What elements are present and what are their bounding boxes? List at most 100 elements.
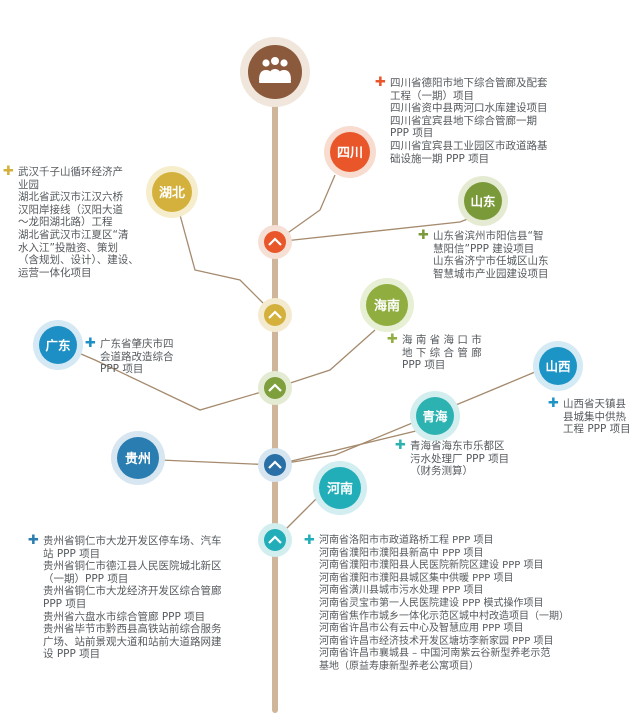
projects-shanxi: ✚ 山西省天镇县 县城集中供热 工程 PPP 项目 [548,397,631,436]
spine-marker-5 [258,523,292,557]
plus-icon: ✚ [375,75,386,90]
node-label-shandong: 山东 [470,194,496,209]
leader-sichuan [274,174,336,243]
project-line: PPP 项目 [390,127,434,140]
plus-icon: ✚ [387,332,398,347]
project-line: 会道路改造综合 [100,350,174,363]
project-line: 站 PPP 项目 [43,547,101,560]
project-line: 汉阳岸接线（汉阳大道 [18,203,123,216]
project-line: 四川省资中县两河口水库建设项目 [390,102,548,115]
project-line: PPP 项目 [402,359,446,372]
projects-henan: ✚ 河南省洛阳市市政道路桥工程 PPP 项目 河南省濮阳市濮阳县新高中 PPP … [304,534,569,674]
project-line: 河南省焦作市城乡一体化示范区城中村改造项目（一期） [319,610,569,622]
plus-icon: ✚ [304,533,315,548]
node-label-hainan: 海南 [374,298,400,314]
project-line: 河南省濮阳市濮阳县新高中 PPP 项目 [319,547,484,559]
chevron-up-icon [268,460,282,469]
project-line: 设 PPP 项目 [43,648,101,661]
projects-qinghai: ✚ 青海省海东市乐都区 污水处理厂 PPP 项目 （财务测算） [395,439,510,478]
chevron-up-icon [268,535,282,544]
project-line: 业园 [18,178,39,191]
leader-shanxi [274,371,536,466]
node-guizhou: 贵州 [111,431,165,485]
node-shanxi: 山西 [533,341,583,391]
node-guangdong: 广东 [33,320,83,370]
project-line: 河南省濮阳市濮阳县城区集中供暖 PPP 项目 [319,572,514,584]
node-label-shanxi: 山西 [545,359,570,374]
project-line: 四川省宜宾县工业园区市政道路基 [390,139,548,152]
plus-icon: ✚ [3,164,14,179]
projects-guangdong: ✚ 广东省肇庆市四 会道路改造综合 PPP 项目 [85,337,174,376]
project-line: 贵州省六盘水市综合管廊 PPP 项目 [43,610,206,623]
node-shandong: 山东 [458,176,508,226]
project-line: 污水处理厂 PPP 项目 [410,452,510,465]
leader-lines [59,174,536,541]
project-line: 工程（一期）项目 [390,89,474,102]
people-group-icon [259,57,291,83]
node-hainan: 海南 [360,278,414,332]
project-line: 河南省许昌市公有云中心及智慧应用 PPP 项目 [319,623,524,635]
spine-marker-3 [258,371,292,405]
project-line: 武汉千子山循环经济产 [18,166,123,178]
project-line: 河南省洛阳市市政道路桥工程 PPP 项目 [319,535,494,546]
spine-marker-4 [258,448,292,482]
plus-icon: ✚ [548,396,559,411]
project-line: 山东省滨州市阳信县“智 [433,230,544,242]
leader-guizhou [159,459,276,466]
project-line: 河南省濮阳市濮阳县人民医院新院区建设 PPP 项目 [319,560,544,572]
chevron-up-icon [268,383,282,392]
node-qinghai: 青海 [410,391,460,441]
project-line: 青海省海东市乐都区 [410,440,505,452]
project-line: （财务测算） [410,465,473,478]
project-line: 四川省德阳市地下综合管廊及配套 [390,77,548,89]
chevron-up-icon [268,310,282,319]
projects-shandong: ✚ 山东省滨州市阳信县“智 慧阳信”PPP 建设项目 山东省济宁市任城区山东 智… [418,229,549,280]
projects-guizhou: ✚ 贵州省铜仁市大龙开发区停车场、汽车 站 PPP 项目 贵州省铜仁市德江县人民… [28,534,222,661]
project-line: 河南省潢川县城市污水处理 PPP 项目 [319,585,484,597]
projects-hainan: ✚ 海 南 省 海 口 市 地 下 综 合 管 廊 PPP 项目 [387,333,482,372]
project-line: 湖北省武汉市江汉六桥 [18,191,123,204]
project-line: ～龙阳湖北路）工程 [18,216,113,229]
node-label-hubei: 湖北 [159,186,185,201]
project-line: 山东省济宁市任城区山东 [433,255,549,268]
spine-marker-2 [258,298,292,332]
node-label-henan: 河南 [327,481,353,497]
project-line: 基地（原益寿康新型养老公寓项目） [319,660,479,672]
plus-icon: ✚ [28,533,39,548]
project-line: 河南省许昌市经济技术开发区塘坊李新家园 PPP 项目 [319,635,554,647]
project-line: 河南省灵宝市第一人民医院建设 PPP 模式操作项目 [319,597,544,609]
spine-marker-1 [258,225,292,259]
project-line: 贵州省铜仁市大龙经济开发区综合管廊 [43,585,222,598]
project-line: 工程 PPP 项目 [563,423,631,436]
node-hubei: 湖北 [146,166,198,218]
project-line: 础设施一期 PPP 项目 [390,152,490,165]
chevron-up-icon [268,237,282,246]
project-line: 运营一体化项目 [18,266,92,279]
leader-hainan [274,329,376,389]
project-line: 贵州省铜仁市德江县人民医院城北新区 [43,560,222,573]
project-line: 广东省肇庆市四 [100,338,174,350]
project-line: 四川省宜宾县地下综合管廊一期 [390,114,537,127]
project-line: 湖北省武汉市江夏区“清 [18,228,129,241]
project-line: 山西省天镇县 [563,398,626,410]
project-line: 水入江”投融资、策划 [18,241,118,254]
node-label-guangdong: 广东 [45,338,71,353]
project-line: 智慧城市产业园建设项目 [433,267,549,280]
project-line: （一期）PPP 项目 [43,572,129,585]
projects-sichuan: ✚ 四川省德阳市地下综合管廊及配套 工程（一期）项目 四川省资中县两河口水库建设… [375,76,548,165]
node-label-qinghai: 青海 [422,409,448,424]
plus-icon: ✚ [85,336,96,351]
project-line: 海 南 省 海 口 市 [402,334,482,346]
node-label-guizhou: 贵州 [125,451,151,467]
project-line: 广场、站前景观大道和站前大道路网建 [43,635,222,648]
node-henan: 河南 [313,461,367,515]
plus-icon: ✚ [395,438,406,453]
project-line: 贵州省铜仁市大龙开发区停车场、汽车 [43,535,222,547]
project-line: 县城集中供热 [563,410,626,423]
plus-icon: ✚ [418,228,429,243]
project-line: 河南省许昌市襄城县 – 中国河南紫云谷新型养老示范 [319,648,551,660]
projects-hubei: ✚ 武汉千子山循环经济产 业园 湖北省武汉市江汉六桥 汉阳岸接线（汉阳大道 ～龙… [3,165,139,279]
node-label-sichuan: 四川 [337,146,363,161]
project-line: 地 下 综 合 管 廊 [402,346,482,359]
